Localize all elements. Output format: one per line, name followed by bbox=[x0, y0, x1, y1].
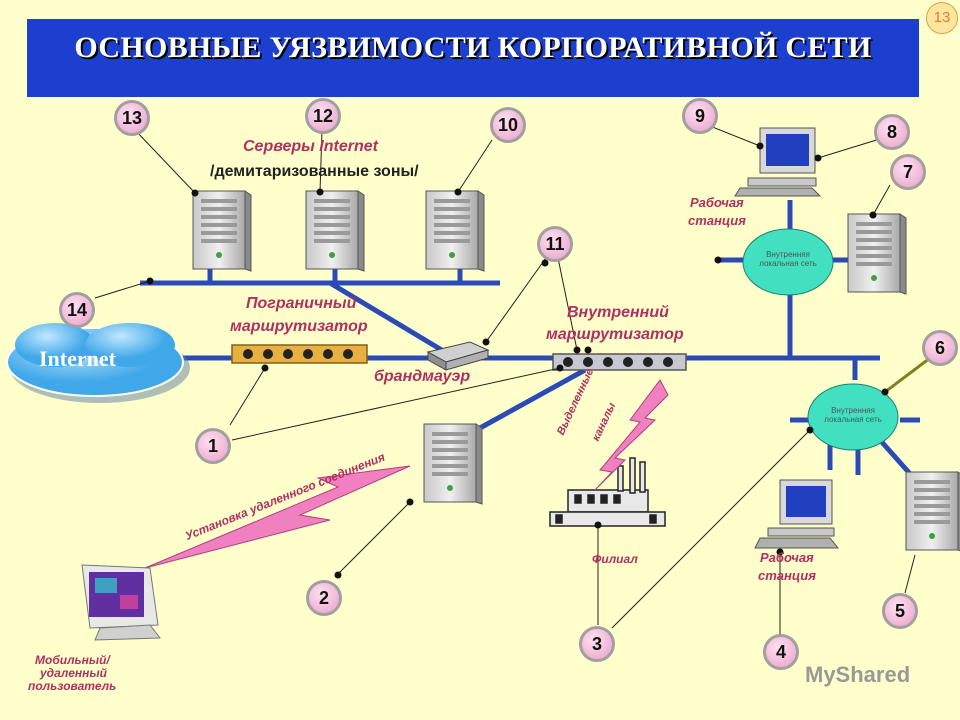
servers bbox=[192, 190, 960, 552]
firewall-device bbox=[426, 341, 490, 371]
mobile-user-monitor bbox=[81, 564, 161, 641]
lan-2-label: Внутренняя локальная сеть bbox=[824, 406, 882, 424]
branch-label: Филиал bbox=[592, 552, 638, 566]
server-tower bbox=[847, 213, 907, 295]
badge-4: 4 bbox=[763, 634, 799, 670]
mobile-user-label-2: удаленный bbox=[40, 666, 107, 680]
internet-label: Internet bbox=[39, 346, 116, 371]
internal-router bbox=[552, 353, 687, 371]
server-tower bbox=[192, 190, 252, 272]
dedicated-channel-lightning bbox=[594, 379, 669, 491]
firewall-label: брандмауэр bbox=[374, 368, 471, 385]
workstation-top-label-2: станция bbox=[688, 213, 746, 228]
badge-11: 11 bbox=[537, 226, 573, 262]
badge-6: 6 bbox=[922, 330, 958, 366]
mobile-user-label-1: Мобильный/ bbox=[35, 653, 110, 667]
page-title: ОСНОВНЫЕ УЯЗВИМОСТИ КОРПОРАТИВНОЙ СЕТИ bbox=[74, 31, 872, 64]
badge-14: 14 bbox=[59, 292, 95, 328]
dmz-label: /демитаризованные зоны/ bbox=[210, 163, 419, 180]
workstation-top bbox=[734, 127, 822, 197]
lan-2-ellipse bbox=[807, 383, 899, 451]
dmz-to-firewall-line bbox=[328, 280, 452, 358]
title-bar: ОСНОВНЫЕ УЯЗВИМОСТИ КОРПОРАТИВНОЙ СЕТИ bbox=[27, 19, 919, 97]
server-tower bbox=[423, 423, 483, 505]
workstation-bottom-label-2: станция bbox=[758, 568, 816, 583]
workstation-bottom-label-1: Рабочая bbox=[760, 550, 814, 565]
badge-13: 13 bbox=[114, 100, 150, 136]
internal-router-label-2: маршрутизатор bbox=[546, 326, 684, 343]
lan-1-label: Внутренняя локальная сеть bbox=[759, 250, 817, 268]
connector-dots bbox=[146, 142, 889, 579]
internal-router-label-1: Внутренний bbox=[567, 304, 669, 321]
server-tower bbox=[425, 190, 485, 272]
border-router bbox=[231, 344, 368, 364]
badge-7: 7 bbox=[890, 154, 926, 190]
border-router-label-1: Пограничный bbox=[246, 295, 357, 312]
lan-1-ellipse bbox=[742, 228, 834, 296]
badge-3: 3 bbox=[579, 626, 615, 662]
badge-5: 5 bbox=[882, 593, 918, 629]
badge-12: 12 bbox=[305, 98, 341, 134]
workstation-bottom bbox=[754, 479, 840, 549]
slide-number: 13 bbox=[926, 2, 958, 34]
remote-connection-lightning bbox=[144, 465, 411, 569]
internet-cloud bbox=[6, 323, 190, 403]
servers-internet-label: Серверы Internet bbox=[243, 138, 378, 155]
badge-10: 10 bbox=[490, 107, 526, 143]
server-tower bbox=[305, 190, 365, 272]
workstation-top-label-1: Рабочая bbox=[690, 195, 744, 210]
badge-8: 8 bbox=[874, 114, 910, 150]
mobile-user-label-3: пользователь bbox=[28, 679, 117, 693]
badge-1: 1 bbox=[195, 428, 231, 464]
remote-server-line bbox=[478, 367, 587, 431]
badge-9: 9 bbox=[682, 98, 718, 134]
badge-2: 2 bbox=[306, 580, 342, 616]
border-router-label-2: маршрутизатор bbox=[230, 318, 368, 335]
branch-factory bbox=[549, 457, 666, 527]
watermark: MyShared bbox=[805, 662, 911, 687]
server-tower bbox=[905, 471, 960, 552]
